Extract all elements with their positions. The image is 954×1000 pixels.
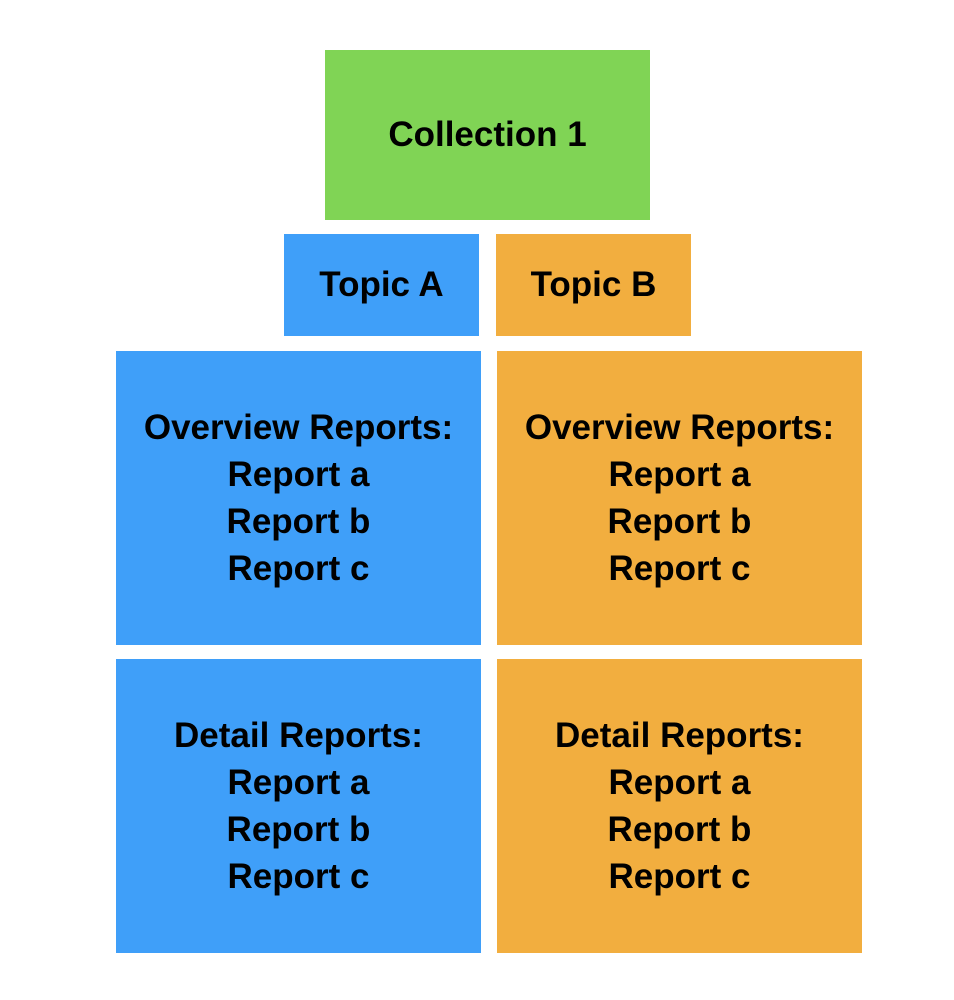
topic-b-box: Topic B bbox=[496, 234, 691, 336]
topic-a-detail-report-item: Report a bbox=[227, 763, 370, 802]
topic-b-label: Topic B bbox=[530, 265, 657, 304]
collection-label: Collection 1 bbox=[388, 115, 587, 154]
topic-b-detail-report-item: Report a bbox=[608, 763, 751, 802]
topic-b-overview-reports-box: Overview Reports: Report a Report b Repo… bbox=[497, 351, 862, 645]
topic-b-overview-report-item: Report c bbox=[608, 549, 751, 588]
topic-a-label: Topic A bbox=[319, 265, 444, 304]
topic-a-overview-reports-box: Overview Reports: Report a Report b Repo… bbox=[116, 351, 481, 645]
topic-a-overview-report-item: Report a bbox=[227, 455, 370, 494]
topic-a-detail-reports-box: Detail Reports: Report a Report b Report… bbox=[116, 659, 481, 953]
topic-a-overview-report-item: Report c bbox=[227, 549, 370, 588]
topic-a-detail-report-item: Report b bbox=[226, 810, 371, 849]
topic-a-overview-heading: Overview Reports: bbox=[143, 408, 454, 447]
topic-b-detail-heading: Detail Reports: bbox=[555, 716, 804, 755]
topic-b-overview-report-item: Report a bbox=[608, 455, 751, 494]
topic-b-overview-report-item: Report b bbox=[607, 502, 752, 541]
topic-b-detail-reports-box: Detail Reports: Report a Report b Report… bbox=[497, 659, 862, 953]
topic-b-overview-heading: Overview Reports: bbox=[524, 408, 835, 447]
collection-box: Collection 1 bbox=[325, 50, 650, 220]
topic-b-detail-report-item: Report c bbox=[608, 857, 751, 896]
topic-b-detail-report-item: Report b bbox=[607, 810, 752, 849]
topic-a-detail-report-item: Report c bbox=[227, 857, 370, 896]
topic-a-overview-report-item: Report b bbox=[226, 502, 371, 541]
topic-a-box: Topic A bbox=[284, 234, 479, 336]
topic-a-detail-heading: Detail Reports: bbox=[174, 716, 423, 755]
